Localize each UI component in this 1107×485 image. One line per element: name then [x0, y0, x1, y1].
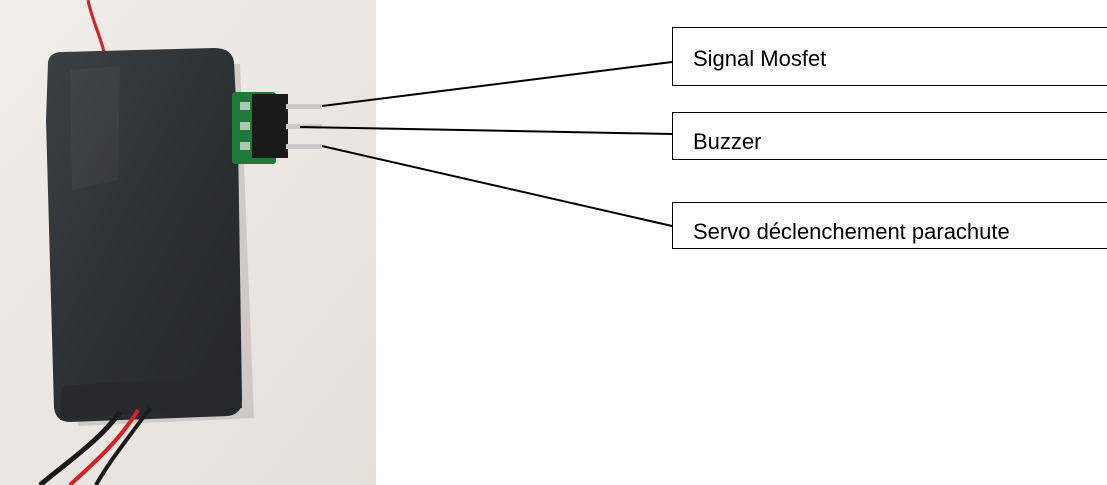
label-signal-mosfet: Signal Mosfet — [693, 45, 827, 71]
red-wire-bottom — [68, 408, 140, 485]
black-wire-bottom — [38, 410, 123, 485]
callout-signal-mosfet: Signal Mosfet — [672, 27, 1107, 86]
pin-header — [252, 94, 288, 158]
pcb-silkscreen — [240, 122, 250, 130]
pin-signal — [286, 104, 322, 109]
pin-servo — [286, 144, 322, 149]
module-highlight — [70, 66, 120, 190]
module-photo — [0, 0, 376, 485]
module-fold — [60, 376, 242, 420]
callout-servo: Servo déclenchement parachute — [672, 202, 1107, 249]
pcb-silkscreen — [240, 142, 250, 150]
label-buzzer: Buzzer — [693, 129, 762, 154]
red-wire-top — [86, 0, 106, 53]
pcb-silkscreen — [240, 102, 250, 110]
module-body — [46, 48, 242, 422]
callout-buzzer: Buzzer — [672, 112, 1107, 160]
black-wire-bottom-2 — [94, 406, 152, 485]
pin-buzzer — [286, 124, 322, 129]
label-servo: Servo déclenchement parachute — [693, 218, 1010, 244]
